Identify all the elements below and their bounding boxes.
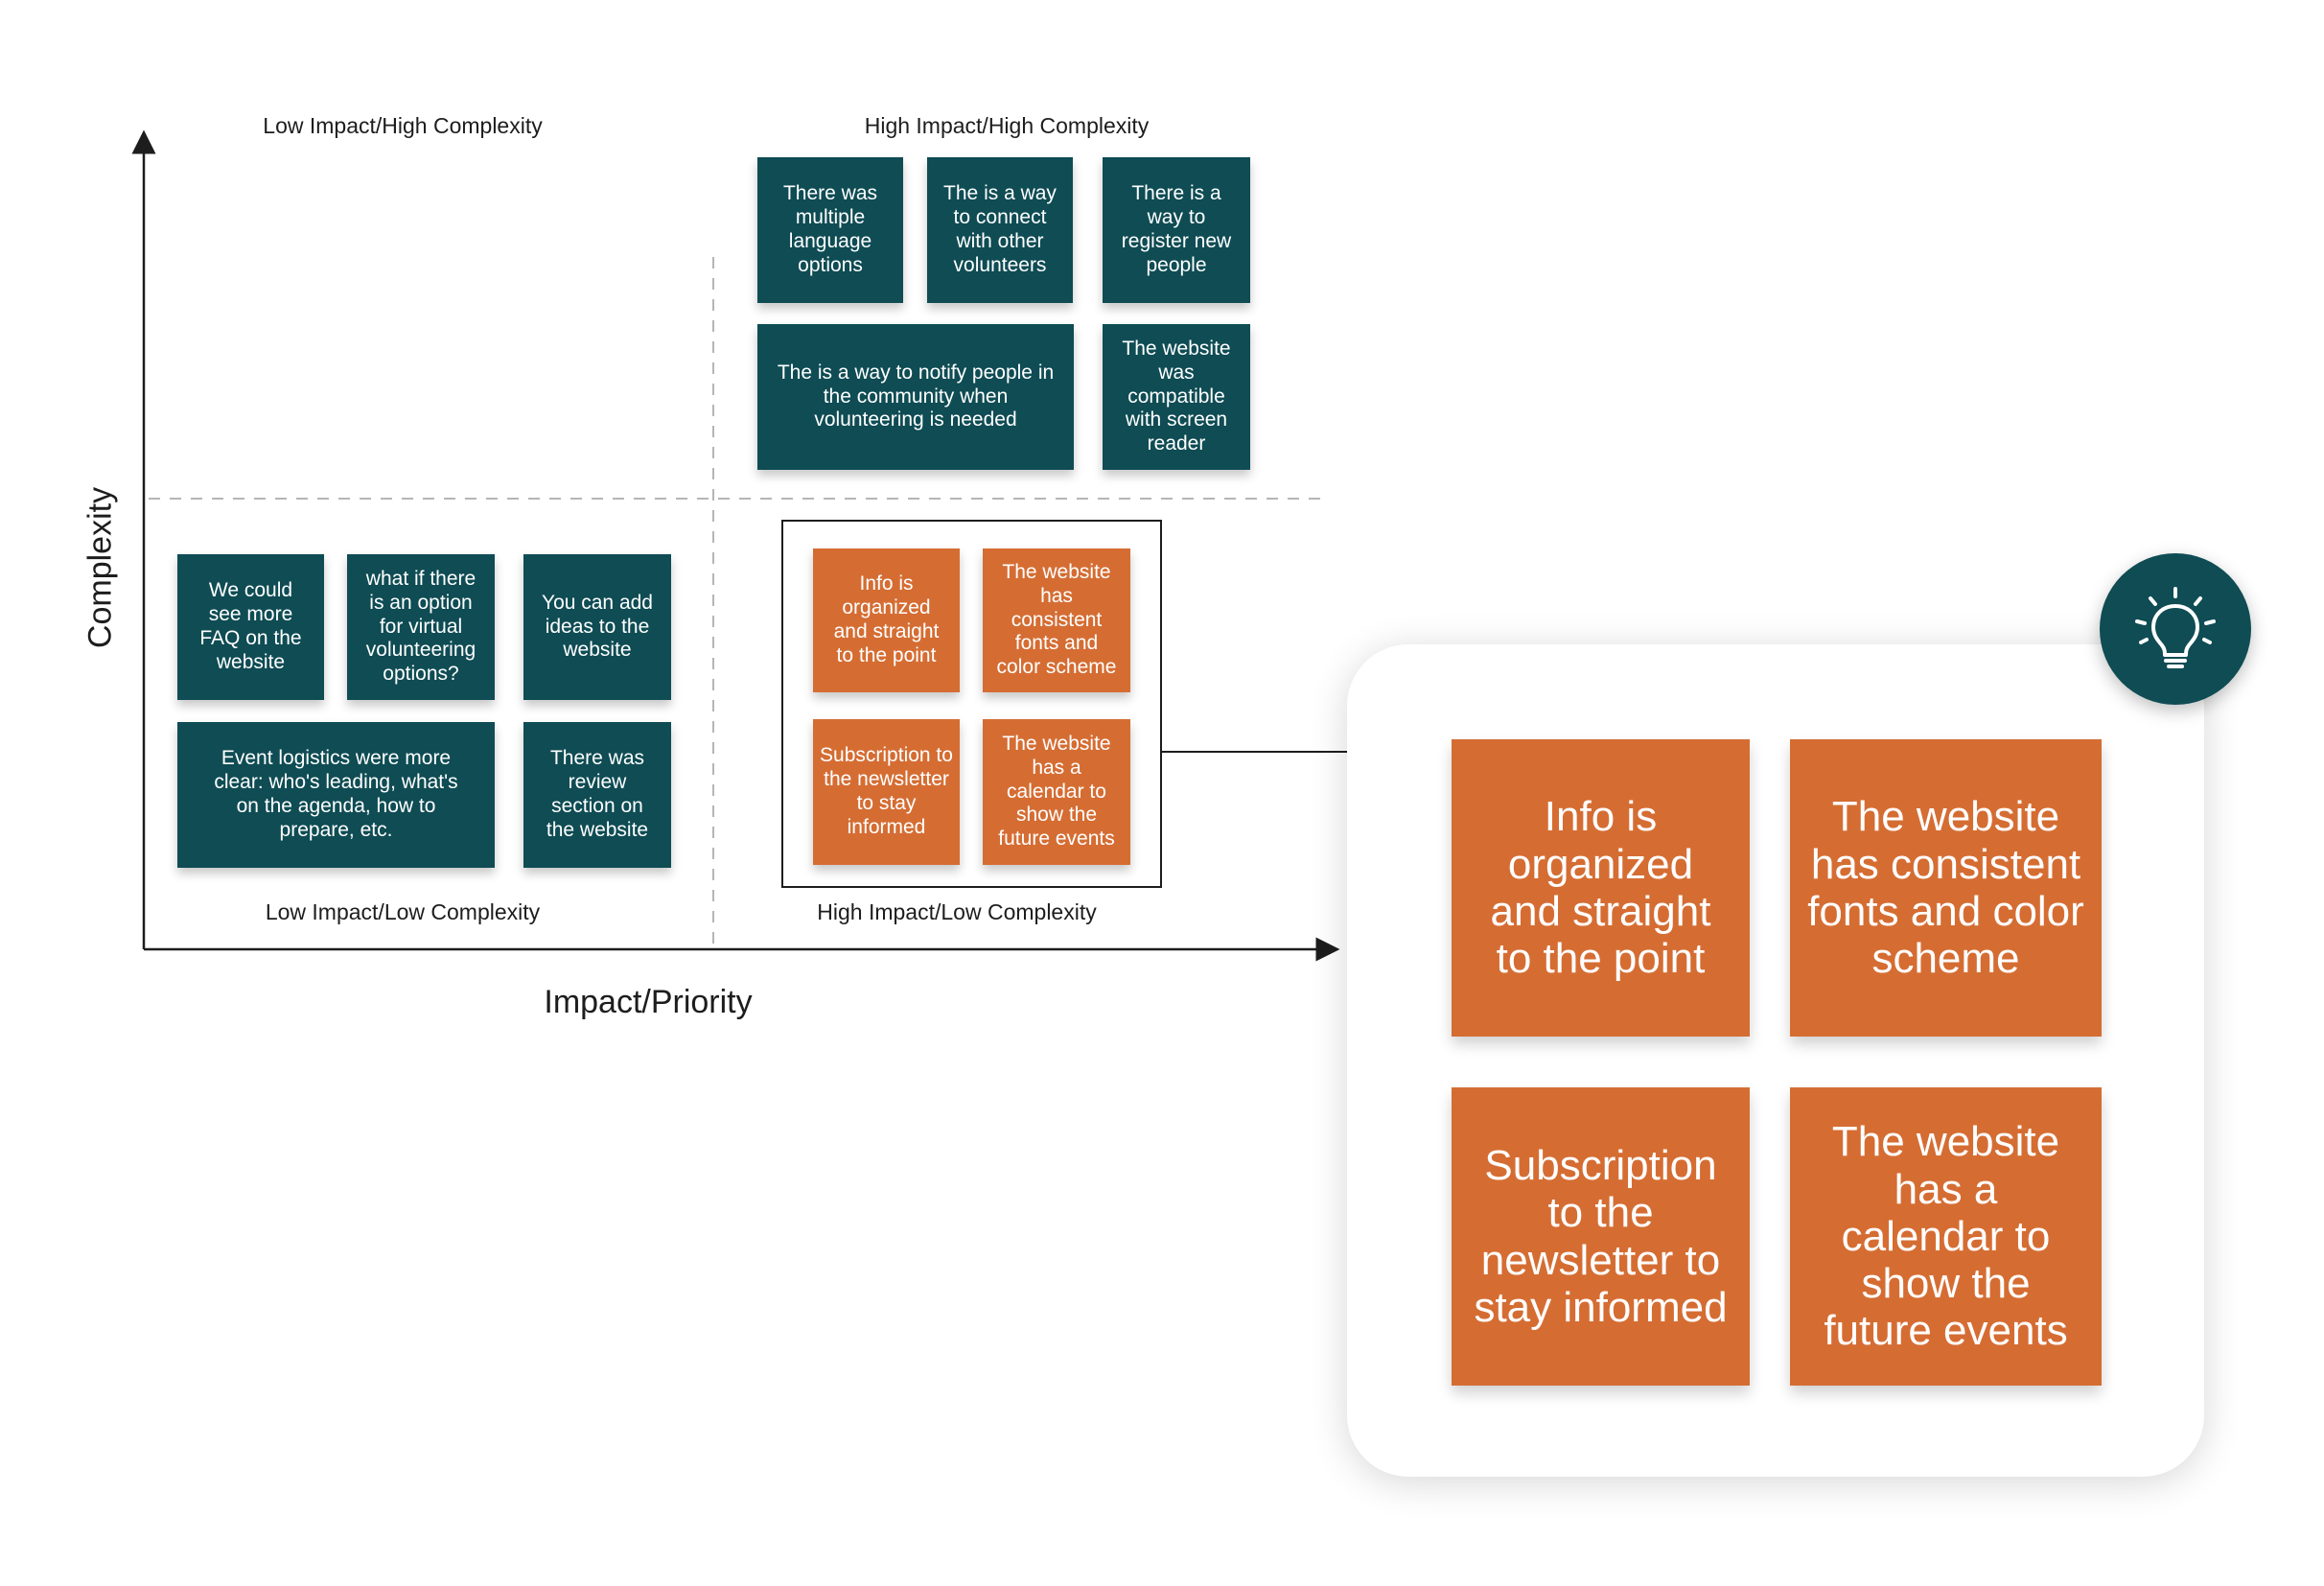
sticky-note: The is a way to connect with other volun… — [927, 157, 1073, 303]
quadrant-label-high-impact-high-complexity: High Impact/High Complexity — [864, 113, 1150, 138]
x-axis-title: Impact/Priority — [544, 984, 753, 1020]
lightbulb-badge — [2100, 553, 2251, 705]
zoom-sticky-note: Info is organized and straight to the po… — [1452, 739, 1750, 1037]
sticky-note: You can add ideas to the website — [523, 554, 671, 700]
sticky-note: Event logistics were more clear: who's l… — [177, 722, 495, 868]
zoom-sticky-note: Subscription to the newsletter to stay i… — [1452, 1087, 1750, 1386]
sticky-note: We could see more FAQ on the website — [177, 554, 324, 700]
zoom-sticky-note: The website has consistent fonts and col… — [1790, 739, 2102, 1037]
sticky-note: The website has consistent fonts and col… — [983, 548, 1130, 692]
quadrant-label-low-impact-low-complexity: Low Impact/Low Complexity — [265, 899, 541, 924]
quadrant-label-low-impact-high-complexity: Low Impact/High Complexity — [263, 113, 543, 138]
zoom-sticky-note: The website has a calendar to show the f… — [1790, 1087, 2102, 1386]
highlight-frame — [781, 520, 1162, 888]
sticky-note: There was multiple language options — [757, 157, 903, 303]
lightbulb-icon — [2135, 587, 2216, 668]
sticky-note: The website was compatible with screen r… — [1103, 324, 1250, 470]
quadrant-label-high-impact-low-complexity: High Impact/Low Complexity — [817, 899, 1097, 924]
sticky-note: The website has a calendar to show the f… — [983, 719, 1130, 865]
sticky-note: Info is organized and straight to the po… — [813, 548, 960, 692]
sticky-note: what if there is an option for virtual v… — [347, 554, 495, 700]
sticky-note: There is a way to register new people — [1103, 157, 1250, 303]
sticky-note: The is a way to notify people in the com… — [757, 324, 1074, 470]
y-axis-title: Complexity — [81, 486, 119, 649]
sticky-note: Subscription to the newsletter to stay i… — [813, 719, 960, 865]
sticky-note: There was review section on the website — [523, 722, 671, 868]
